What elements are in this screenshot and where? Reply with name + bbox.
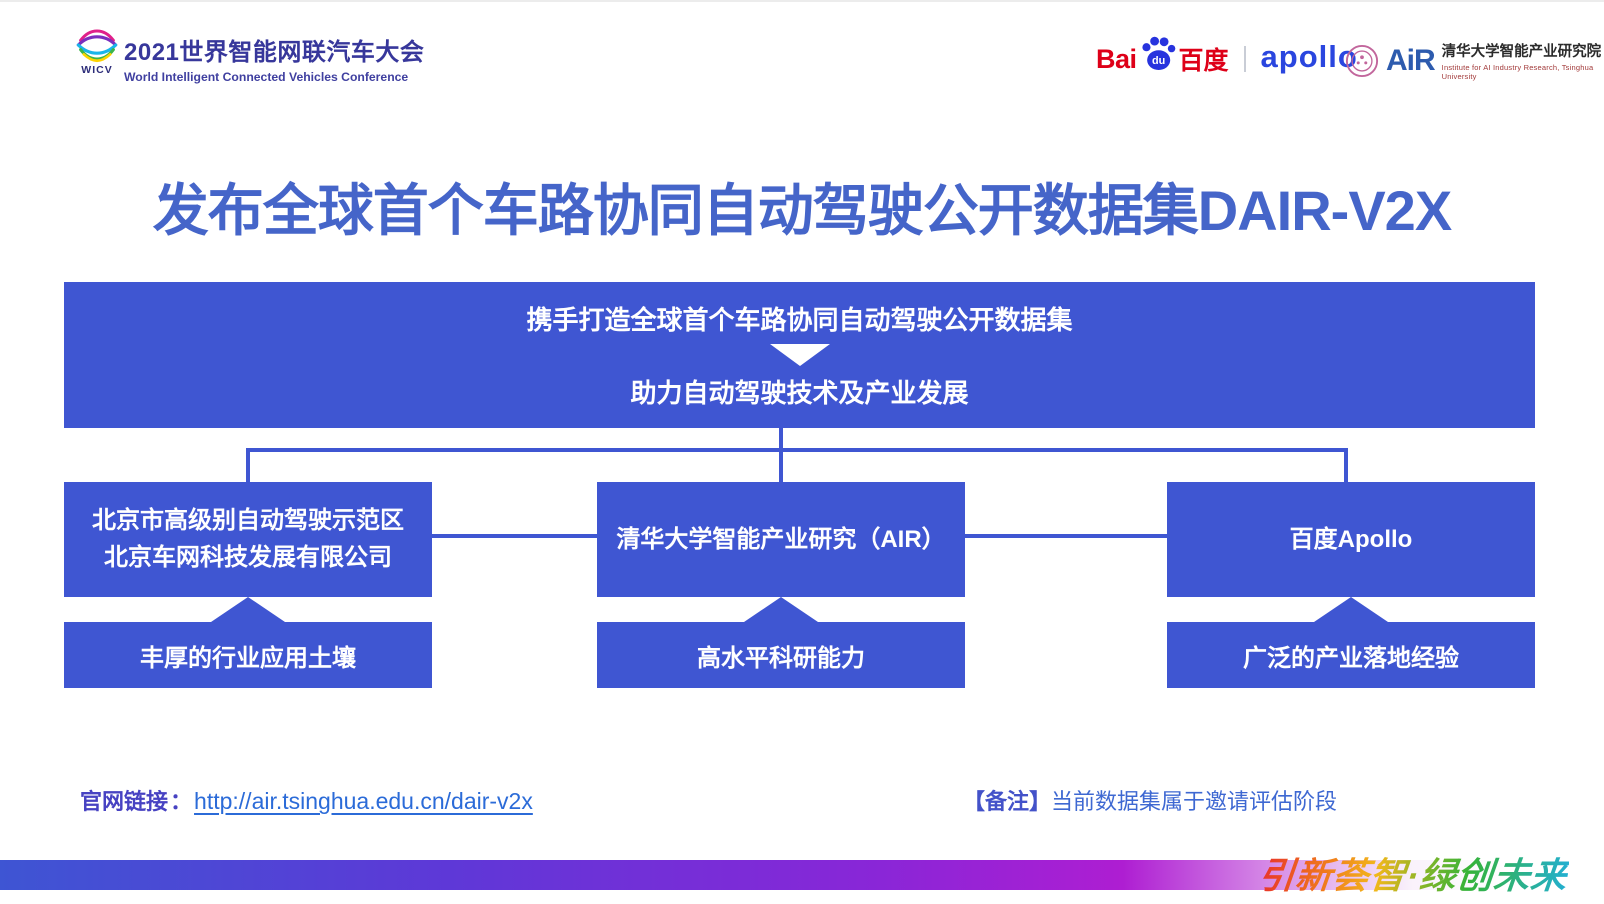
wicv-globe-icon <box>76 24 118 66</box>
org-name: 北京市高级别自动驾驶示范区 <box>92 507 404 534</box>
slogan-text: 引新荟智·绿创未来 <box>1256 847 1570 899</box>
note-text: 当前数据集属于邀请评估阶段 <box>1051 789 1338 814</box>
page-title: 发布全球首个车路协同自动驾驶公开数据集DAIR-V2X <box>152 178 1452 242</box>
conference-title-block: 2021世界智能网联汽车大会 World Intelligent Connect… <box>124 32 424 84</box>
conference-title: 2021世界智能网联汽车大会 <box>124 39 425 66</box>
top-banner-box: 携手打造全球首个车路协同自动驾驶公开数据集 助力自动驾驶技术及产业发展 <box>64 282 1535 428</box>
conference-subtitle: World Intelligent Connected Vehicles Con… <box>124 70 409 84</box>
baidu-apollo-logo: Bai du 百度 apollo <box>1096 36 1358 78</box>
note-label: 【备注】 <box>963 789 1052 814</box>
note-row: 【备注】 当前数据集属于邀请评估阶段 <box>963 784 1337 816</box>
connector-vertical-center <box>779 428 783 482</box>
website-link[interactable]: http://air.tsinghua.edu.cn/dair-v2x <box>194 788 533 814</box>
capability-box-research: 高水平科研能力 <box>597 622 965 688</box>
air-name-en: Institute for AI Industry Research, Tsin… <box>1441 63 1594 81</box>
tsinghua-seal-icon <box>1345 44 1379 78</box>
air-name-cn: 清华大学智能产业研究院 <box>1441 44 1602 60</box>
connector-vertical-left <box>246 448 250 484</box>
website-link-label: 官网链接 <box>80 789 169 814</box>
connector-left-middle <box>432 534 597 538</box>
org-name: 百度Apollo <box>1289 525 1413 553</box>
bottom-gradient-bar <box>0 860 1604 890</box>
arrow-up-icon <box>211 597 285 622</box>
capability-box-deployment: 广泛的产业落地经验 <box>1167 622 1535 688</box>
org-box-air: 清华大学智能产业研究（AIR） <box>597 482 965 597</box>
air-logo-block: AiR 清华大学智能产业研究院 Institute for AI Industr… <box>1345 40 1604 81</box>
org-name-line2: 北京车网科技发展有限公司 <box>104 544 392 571</box>
top-banner-line1: 携手打造全球首个车路协同自动驾驶公开数据集 <box>526 305 1073 335</box>
arrow-down-icon <box>769 344 830 366</box>
apollo-wordmark: apollo <box>1260 39 1358 74</box>
baidu-bai-text: Bai <box>1096 43 1137 74</box>
baidu-paw-icon: du <box>1138 35 1178 73</box>
capability-box-industry: 丰厚的行业应用土壤 <box>64 622 432 688</box>
org-box-baidu-apollo: 百度Apollo <box>1167 482 1535 597</box>
top-banner-line2: 助力自动驾驶技术及产业发展 <box>630 378 969 408</box>
link-separator: ： <box>170 789 193 814</box>
air-names: 清华大学智能产业研究院 Institute for AI Industry Re… <box>1442 40 1604 81</box>
org-name: 清华大学智能产业研究（AIR） <box>616 525 946 553</box>
air-wordmark: AiR <box>1386 43 1436 77</box>
website-link-row: 官网链接 ： http://air.tsinghua.edu.cn/dair-v… <box>80 784 533 816</box>
connector-middle-right <box>965 534 1167 538</box>
arrow-up-icon <box>1314 597 1388 622</box>
baidu-du-text: du <box>1152 55 1165 67</box>
baidu-cn-text: 百度 <box>1178 47 1229 75</box>
connector-horizontal-main <box>246 448 1348 452</box>
connector-vertical-right <box>1344 448 1348 484</box>
logo-divider <box>1243 46 1246 72</box>
org-box-beijing: 北京市高级别自动驾驶示范区 北京车网科技发展有限公司 <box>64 482 432 597</box>
arrow-up-icon <box>744 597 818 622</box>
wicv-badge-label: WICV <box>81 64 113 76</box>
